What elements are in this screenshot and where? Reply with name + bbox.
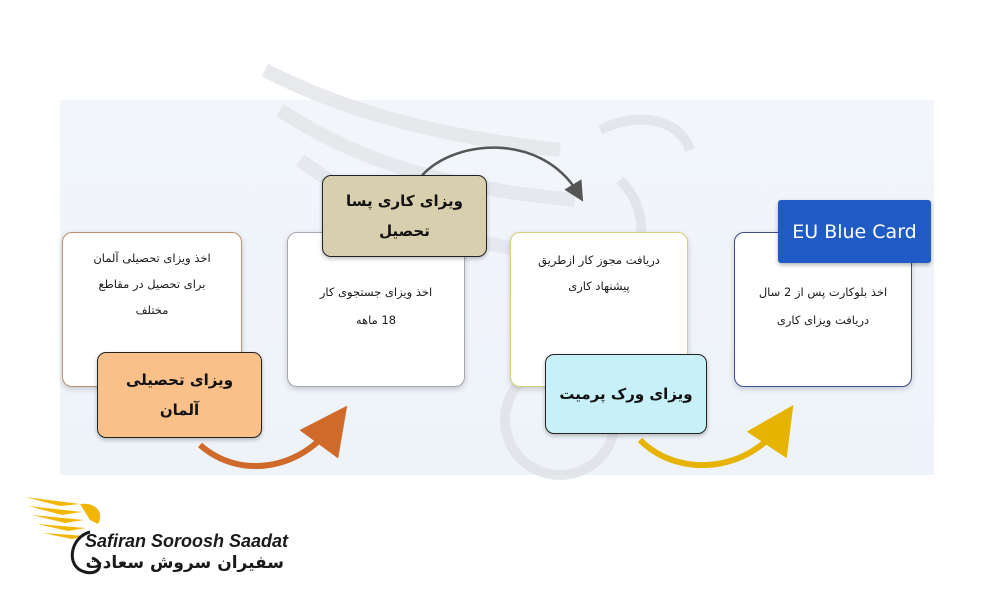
arrow-step1-to-step2 <box>198 405 348 469</box>
step4-title: EU Blue Card <box>778 200 931 263</box>
arrow-step3-to-step4 <box>637 405 794 469</box>
step4-description-line2: دریافت ویزای کاری <box>776 313 870 327</box>
step1-description-line3: مختلف <box>135 303 169 317</box>
arrow-step2-to-step3 <box>419 146 584 202</box>
step3-title: ویزای ورک پرمیت <box>545 354 707 434</box>
step2-title: ویزای کاری پسا تحصیل <box>322 175 487 257</box>
step2-description-card: اخذ ویزای جستجوی کار 18 ماهه <box>287 232 465 387</box>
step1-description-line1: اخذ ویزای تحصیلی آلمان <box>93 251 211 265</box>
brand-name-en: Safiran Soroosh Saadat <box>85 531 289 551</box>
step4-description-line1: اخذ بلوکارت پس از 2 سال <box>758 285 888 299</box>
step1-description-line2: برای تحصیل در مقاطع <box>98 277 206 291</box>
step3-description-line1: دریافت مجوز کار ازطریق <box>538 253 660 267</box>
step2-description-line1: اخذ ویزای جستجوی کار <box>319 285 433 299</box>
eagle-wing-icon <box>25 497 101 575</box>
brand-name-fa: سفیران سروش سعادت <box>85 553 284 573</box>
step3-description-line2: پیشنهاد کاری <box>568 279 630 293</box>
step1-title: ویزای تحصیلی آلمان <box>97 352 262 438</box>
step2-description-line2: 18 ماهه <box>355 313 397 327</box>
step1-description-card: اخذ ویزای تحصیلی آلمان برای تحصیل در مقا… <box>62 232 242 387</box>
